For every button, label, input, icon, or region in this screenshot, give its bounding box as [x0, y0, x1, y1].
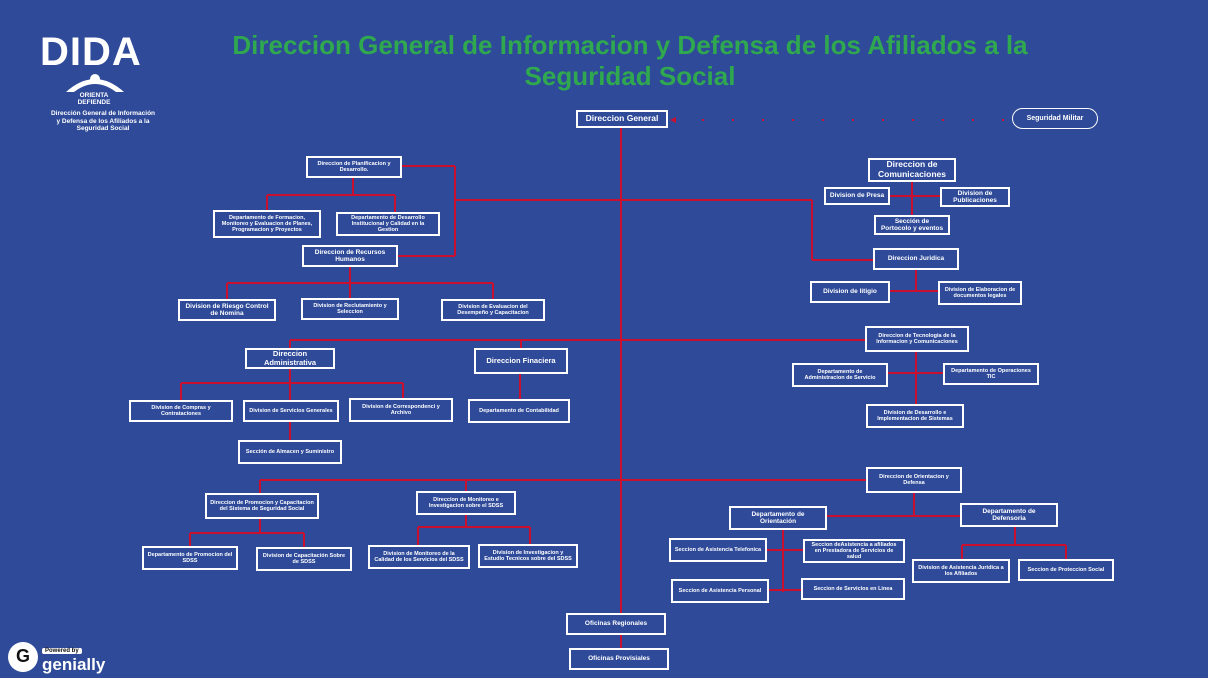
node-seguridad-militar[interactable]: Seguridad Militar — [1012, 108, 1098, 129]
node-sec-almacen[interactable]: Sección de Almacen y Suministro — [238, 440, 342, 464]
node-div-evaluacion[interactable]: Division de Evaluacion del Desempeño y C… — [441, 299, 545, 321]
node-dep-operaciones-tic[interactable]: Departamento de Operaciones TIC — [943, 363, 1039, 385]
node-recursos-humanos[interactable]: Direccion de Recursos Humanos — [302, 245, 398, 267]
node-div-riesgo[interactable]: Division de Riesgo Control de Nomina — [178, 299, 276, 321]
node-div-investigacion[interactable]: Division de Investigacion y Estudio Tecn… — [478, 544, 578, 568]
logo-word: DIDA — [40, 30, 142, 74]
logo-tag-line2: DEFIENDE — [77, 99, 111, 107]
node-div-capacitacion[interactable]: Division de Capacitación Sobre de SDSS — [256, 547, 352, 571]
logo-subtitle-line3: Seguridad Social — [76, 125, 130, 133]
node-div-asist-juridica[interactable]: Division de Asistencia Juridica a los Af… — [912, 559, 1010, 583]
node-dep-defensoria[interactable]: Departamento de Defensoria — [960, 503, 1058, 527]
genially-icon: G — [8, 641, 38, 672]
logo-subtitle-line1: Dirección General de Información — [50, 110, 156, 118]
node-monitoreo[interactable]: Direccion de Monitoreo e Investigacion s… — [416, 491, 516, 515]
genially-brand: genially — [42, 655, 106, 674]
node-dep-contabilidad[interactable]: Departamento de Contabilidad — [468, 399, 570, 423]
node-div-correspondencia[interactable]: Division de Correspondenci y Archivo — [349, 398, 453, 422]
genially-badge[interactable]: G Powered by genially — [8, 640, 105, 673]
node-div-prensa[interactable]: Division de Presa — [824, 187, 890, 205]
node-financiera[interactable]: Direccion Finaciera — [474, 348, 568, 374]
logo-subtitle-line2: y Defensa de los Afiliados a la — [56, 117, 150, 125]
node-sec-asist-personal[interactable]: Seccion de Asistencia Personal — [671, 579, 769, 603]
node-dep-admin-servicio[interactable]: Departamento de Administracion de Servic… — [792, 363, 888, 387]
node-div-monitoreo-calidad[interactable]: Division de Monitoreo de la Calidad de l… — [368, 545, 470, 569]
node-dep-promocion[interactable]: Departamento de Promocion del SDSS — [142, 546, 238, 570]
node-oficinas-provinciales[interactable]: Oficinas Provisiales — [569, 648, 669, 670]
node-div-servicios-generales[interactable]: Division de Servicios Generales — [243, 400, 339, 422]
node-sec-protocolo[interactable]: Sección de Portocolo y eventos — [874, 215, 950, 235]
node-sec-servicios-linea[interactable]: Seccion de Servicios en Linea — [801, 578, 905, 600]
node-promocion[interactable]: Direccion de Promocion y Capacitacion de… — [205, 493, 319, 519]
title-line1: Direccion General de Informacion y Defen… — [232, 30, 1028, 60]
page-title: Direccion General de Informacion y Defen… — [200, 30, 1060, 92]
node-administrativa[interactable]: Direccion Administrativa — [245, 348, 335, 369]
node-dep-desarrollo-institucional[interactable]: Departamento de Desarrollo Institucional… — [336, 212, 440, 236]
node-div-reclutamiento[interactable]: Division de Reclutamiento y Seleccion — [301, 298, 399, 320]
node-sec-proteccion-social[interactable]: Seccion de Proteccion Social — [1018, 559, 1114, 581]
node-juridica[interactable]: Direccion Juridica — [873, 248, 959, 270]
node-direccion-general[interactable]: Direccion General — [576, 110, 668, 128]
logo-arc-icon — [66, 74, 124, 92]
node-div-elaboracion[interactable]: Division de Elaboracion de documentos le… — [938, 281, 1022, 305]
powered-by-label: Powered by — [42, 648, 82, 654]
node-div-desarrollo-sistemas[interactable]: Division de Desarrollo e Implementacion … — [866, 404, 964, 428]
node-dep-formacion[interactable]: Departamento de Formacion, Monitoreo y E… — [213, 210, 321, 238]
node-tic[interactable]: Direccion de Tecnologia de la Informacio… — [865, 326, 969, 352]
node-dep-orientacion[interactable]: Departamento de Orientación — [729, 506, 827, 530]
node-div-compras[interactable]: Division de Compras y Contrataciones — [129, 400, 233, 422]
node-sec-asist-telefonica[interactable]: Seccion de Asistencia Telefonica — [669, 538, 767, 562]
node-sec-asist-afiliados[interactable]: Seccion deAsistencia a afiliados en Pres… — [803, 539, 905, 563]
node-comunicaciones[interactable]: Direccion de Comunicaciones — [868, 158, 956, 182]
arrowhead-icon — [670, 117, 676, 123]
node-div-litigio[interactable]: Division de litigio — [810, 281, 890, 303]
node-planificacion[interactable]: Direccion de Planificacion y Desarrollo. — [306, 156, 402, 178]
node-oficinas-regionales[interactable]: Oficinas Regionales — [566, 613, 666, 635]
node-div-publicaciones[interactable]: Division de Publicaciones — [940, 187, 1010, 207]
title-line2: Seguridad Social — [524, 61, 736, 92]
node-orientacion-defensa[interactable]: Direccion de Orientacion y Defensa — [866, 467, 962, 493]
logo-tag-line1: ORIENTA — [79, 92, 109, 99]
dida-logo: DIDA ORIENTA DEFIENDE Dirección General … — [28, 32, 178, 133]
